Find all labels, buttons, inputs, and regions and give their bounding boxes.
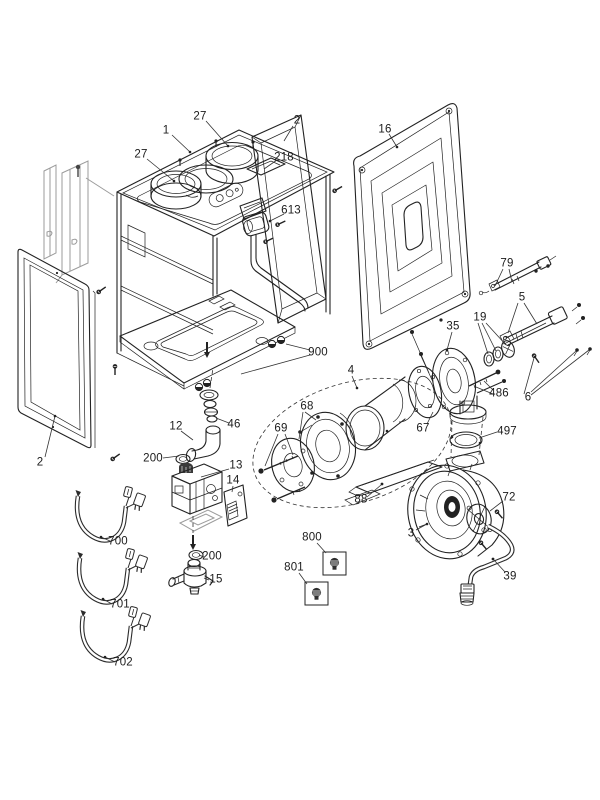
bolts-486 xyxy=(468,369,506,394)
cables xyxy=(76,486,151,660)
gas-valve-13 xyxy=(171,462,223,515)
leader-lines xyxy=(44,120,590,663)
grommet-stack-46 xyxy=(199,367,219,423)
bracket-screw xyxy=(75,164,81,177)
burner-cap-right xyxy=(205,141,259,185)
gas-cock-15 xyxy=(168,558,214,595)
cabinet-base xyxy=(111,289,296,392)
gas-pipe-39 xyxy=(459,523,515,606)
venturi-72 xyxy=(466,503,493,535)
burner-tube xyxy=(345,376,417,451)
boxed-part-801 xyxy=(304,581,329,606)
burner-cap-left xyxy=(150,170,202,210)
template-ghost xyxy=(178,509,224,532)
heat-exchanger-group xyxy=(252,330,452,509)
foot xyxy=(267,339,277,349)
electrode-79 xyxy=(478,255,557,296)
cable-701 xyxy=(78,548,148,602)
foot xyxy=(194,382,204,392)
cable-702 xyxy=(81,606,151,660)
cable-700 xyxy=(76,486,146,540)
control-cutout xyxy=(208,182,244,208)
door-bolt xyxy=(271,486,306,503)
cabinet-frame xyxy=(111,129,335,392)
blower-3 xyxy=(407,463,515,606)
sight-glass-19 xyxy=(483,340,515,367)
screws-6 xyxy=(530,347,592,365)
flue-hole xyxy=(178,164,234,194)
elbow-12 xyxy=(185,425,221,462)
electrode-5 xyxy=(499,303,585,347)
foot xyxy=(276,335,286,345)
door-bolt xyxy=(258,455,299,474)
wall-bracket xyxy=(43,160,115,284)
gas-train xyxy=(168,367,248,595)
plate-218 xyxy=(246,157,286,176)
foot xyxy=(202,378,212,388)
gasket-200-bottom xyxy=(188,549,204,561)
gasket-497 xyxy=(449,431,483,449)
boxed-part-800 xyxy=(322,551,347,576)
baffle-88 xyxy=(344,459,443,506)
manifold-35 xyxy=(431,255,592,472)
control-unit-14 xyxy=(223,484,248,527)
burner-door-68 xyxy=(299,411,357,481)
side-frame xyxy=(251,114,344,324)
back-panel xyxy=(353,102,471,350)
front-door-panel xyxy=(17,248,122,463)
sensor-613 xyxy=(239,197,309,312)
